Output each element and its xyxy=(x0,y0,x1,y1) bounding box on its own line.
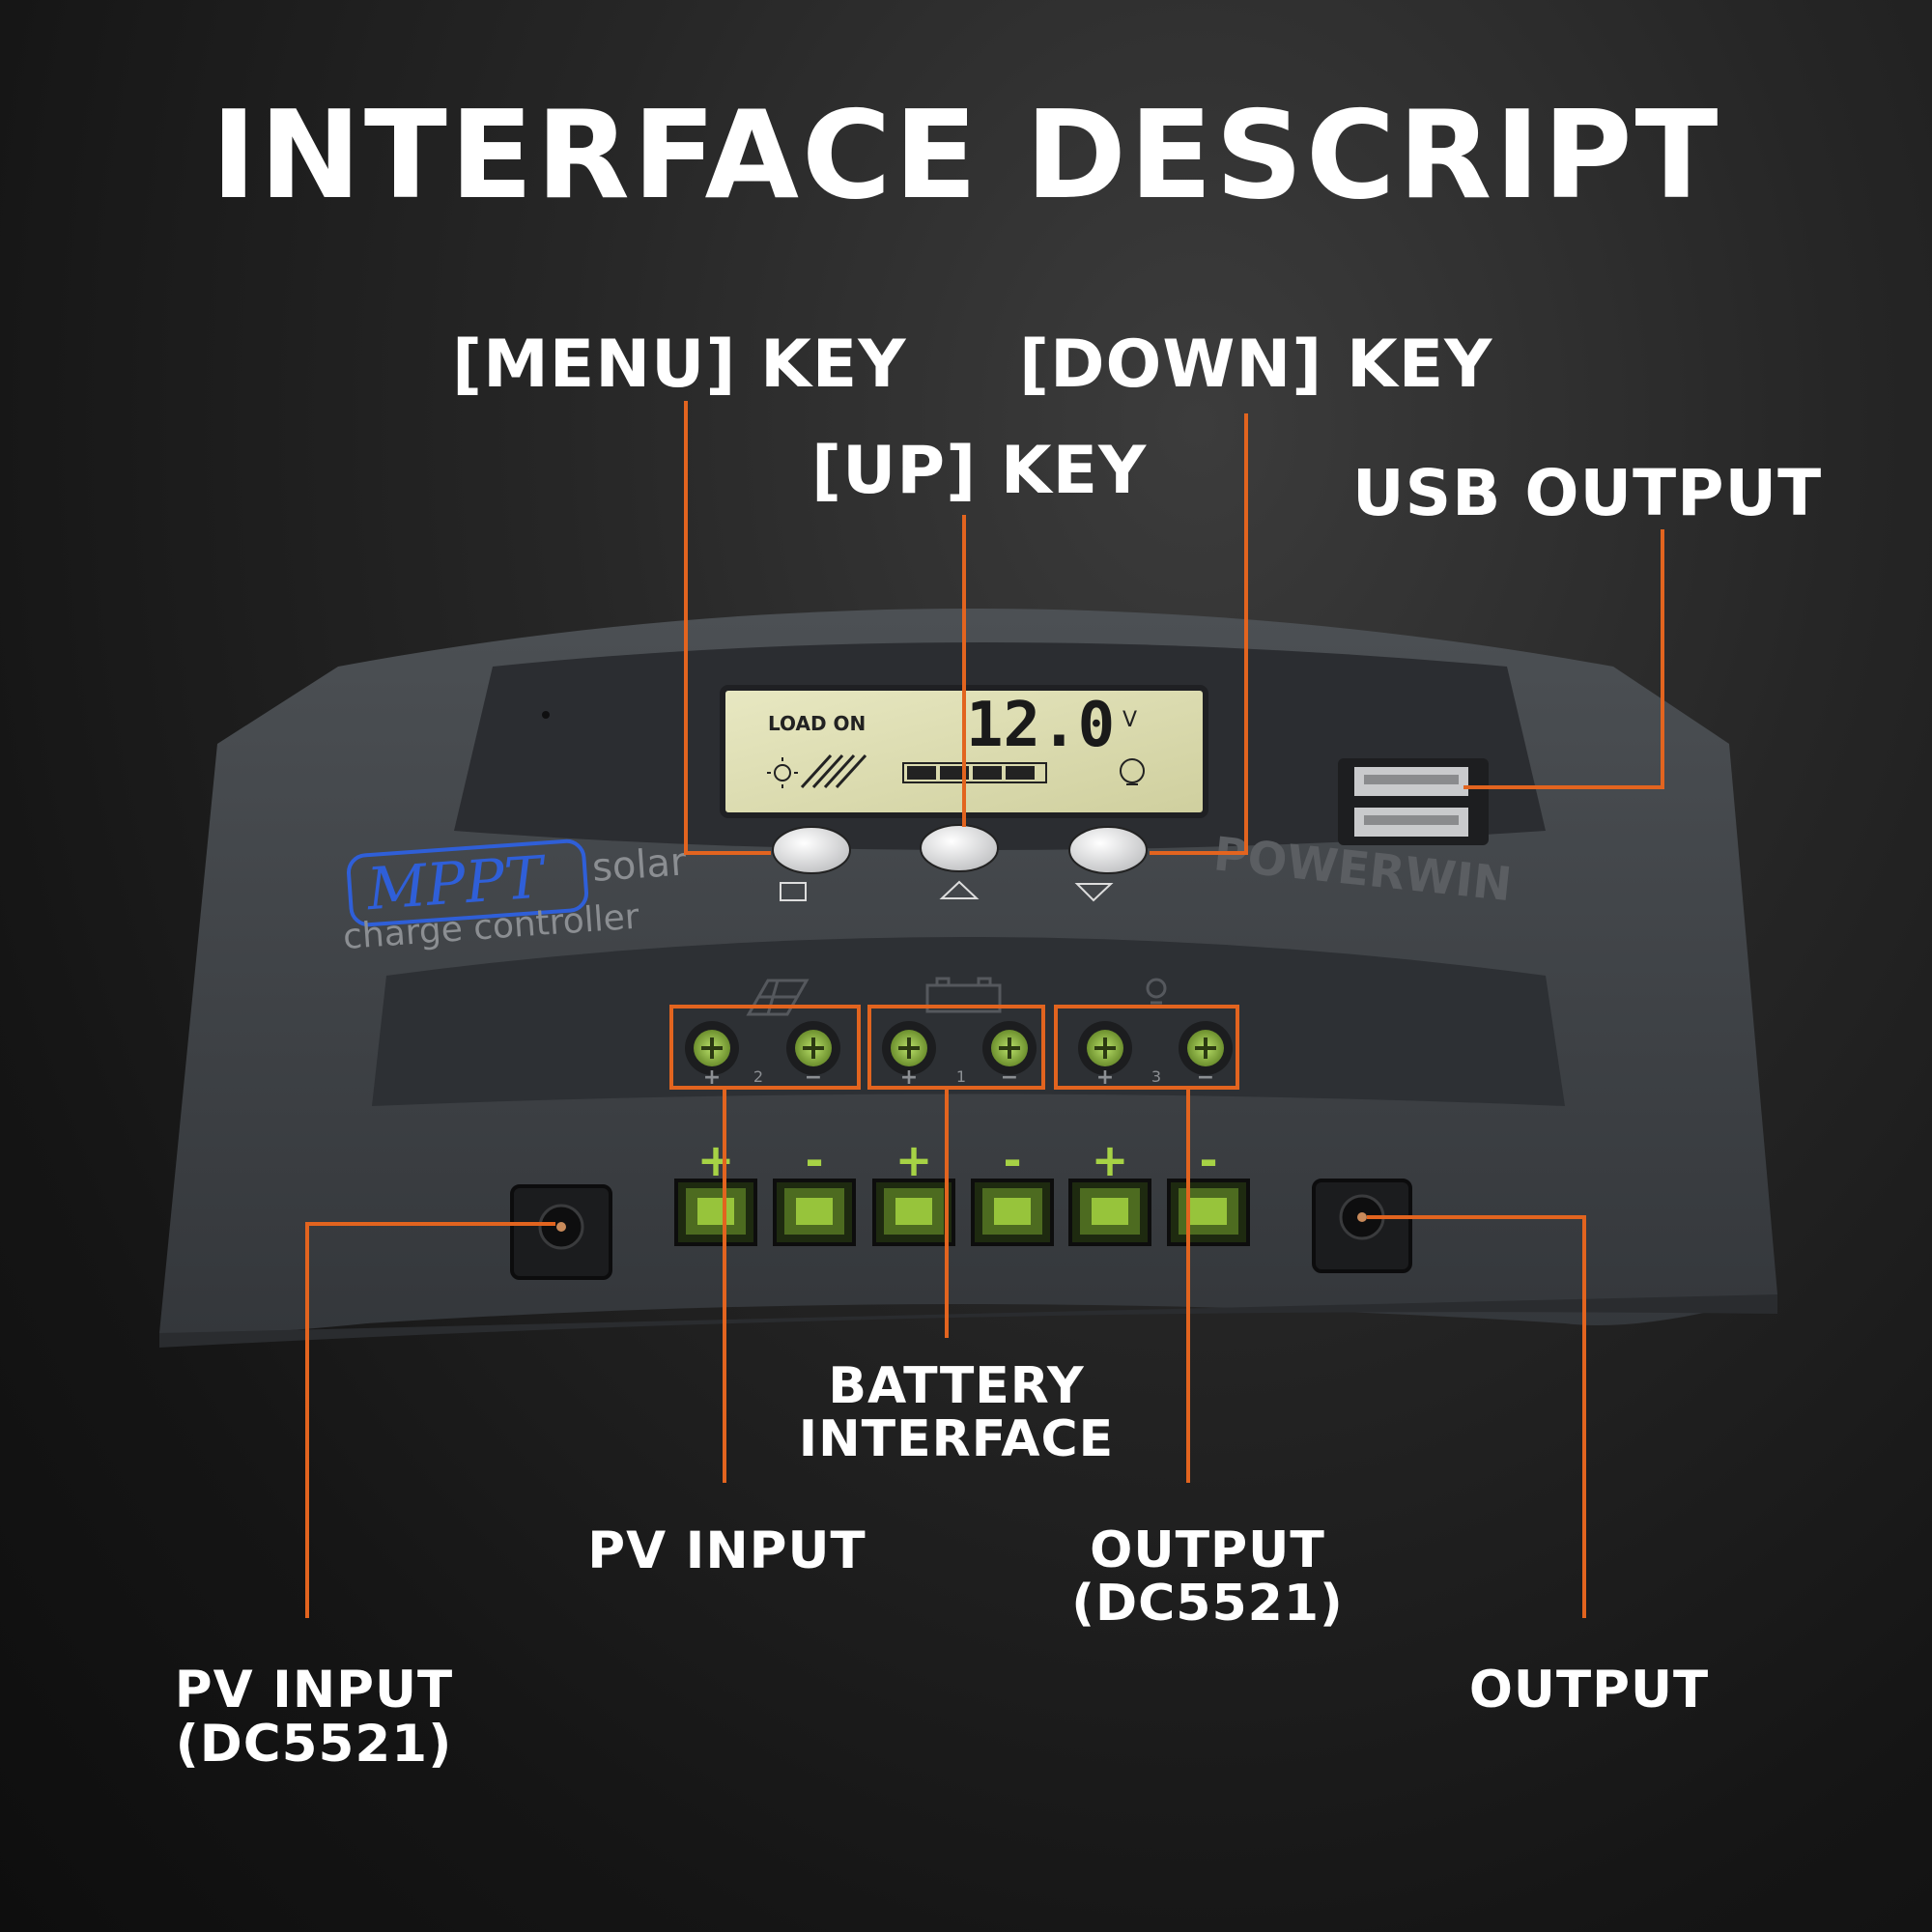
battery-interface-label: BATTERY INTERFACE xyxy=(763,1360,1150,1465)
green-connector[interactable]: + xyxy=(674,1134,757,1246)
usb-output-label: USB OUTPUT xyxy=(1352,456,1823,530)
tagline-solar: solar xyxy=(590,839,688,891)
usb-output-leader-line xyxy=(1463,529,1664,789)
green-connector[interactable]: - xyxy=(773,1134,856,1246)
menu-key-button[interactable] xyxy=(772,826,851,874)
bulb-icon xyxy=(1120,758,1145,785)
usb-port-icon xyxy=(1338,758,1489,845)
pv-input-dc5521-label: PV INPUT (DC5521) xyxy=(155,1663,473,1771)
terminal-plus-mark: + xyxy=(900,1065,918,1090)
terminal-bay xyxy=(372,937,1565,1106)
terminal-plus-mark: + xyxy=(703,1065,721,1090)
green-connector[interactable]: - xyxy=(971,1134,1054,1246)
mppt-badge-text: MPPT xyxy=(364,843,550,923)
terminal-minus-mark: − xyxy=(1001,1065,1018,1090)
dc-jack-icon xyxy=(510,1184,612,1280)
load-terminal-highlight xyxy=(1054,1005,1239,1090)
lcd-status-text: LOAD ON xyxy=(768,712,866,735)
pv-input-dc5521-leader-line xyxy=(305,1222,555,1618)
down-key-icon xyxy=(1074,883,1114,902)
battery-icon xyxy=(902,762,1047,783)
screw-terminal[interactable] xyxy=(882,1021,936,1075)
solar-panel-icon xyxy=(800,753,867,789)
sun-icon xyxy=(767,757,798,788)
connector-polarity-mark: - xyxy=(1199,1134,1217,1186)
output-dc5521-label: OUTPUT (DC5521) xyxy=(1048,1524,1367,1630)
bulb-icon xyxy=(1146,978,1167,1005)
output-label: OUTPUT xyxy=(1468,1661,1710,1719)
screw-terminal[interactable] xyxy=(1078,1021,1132,1075)
up-key-icon xyxy=(939,880,980,899)
connector-polarity-mark: + xyxy=(895,1134,933,1186)
menu-key-label: [MENU] KEY xyxy=(452,327,907,403)
lcd-voltage-reading: 12.0 xyxy=(966,690,1115,761)
connector-polarity-mark: - xyxy=(1003,1134,1021,1186)
menu-key-leader-line xyxy=(684,401,771,855)
screw-terminal[interactable] xyxy=(786,1021,840,1075)
lcd-voltage-unit: V xyxy=(1122,708,1137,732)
pv-input-dc5521-line2: (DC5521) xyxy=(175,1714,453,1774)
battery-interface-line1: BATTERY xyxy=(828,1357,1085,1415)
up-key-button[interactable] xyxy=(920,824,999,872)
output-leader-line xyxy=(1367,1215,1586,1618)
connector-polarity-mark: + xyxy=(697,1134,735,1186)
pv-input-label: PV INPUT xyxy=(587,1521,867,1580)
controller-base-shadow xyxy=(159,1294,1777,1348)
connector-polarity-mark: + xyxy=(1092,1134,1129,1186)
down-key-label: [DOWN] KEY xyxy=(1019,327,1493,403)
terminal-number: 1 xyxy=(956,1067,966,1086)
green-connector[interactable]: + xyxy=(1068,1134,1151,1246)
terminal-minus-mark: − xyxy=(1197,1065,1214,1090)
solar-panel-icon xyxy=(746,979,810,1016)
down-key-leader-line xyxy=(1150,413,1248,855)
screw-terminal[interactable] xyxy=(685,1021,739,1075)
terminal-number: 3 xyxy=(1151,1067,1161,1086)
screw-terminal[interactable] xyxy=(1179,1021,1233,1075)
down-key-button[interactable] xyxy=(1068,826,1148,874)
output-dc5521-line1: OUTPUT xyxy=(1090,1521,1325,1579)
output-dc5521-line2: (DC5521) xyxy=(1071,1574,1344,1633)
battery-interface-line2: INTERFACE xyxy=(798,1409,1115,1468)
green-connector[interactable]: + xyxy=(872,1134,955,1246)
mppt-badge xyxy=(346,838,589,927)
pv-input-terminal-highlight xyxy=(669,1005,861,1090)
connector-polarity-mark: - xyxy=(805,1134,823,1186)
menu-key-icon xyxy=(780,882,807,901)
dc-jack-icon xyxy=(1312,1179,1412,1273)
terminal-number: 2 xyxy=(753,1067,763,1086)
mic-hole xyxy=(542,711,550,719)
page-title: INTERFACE DESCRIPT xyxy=(211,84,1721,226)
pv-input-dc5521-line1: PV INPUT xyxy=(174,1661,454,1719)
terminal-plus-mark: + xyxy=(1096,1065,1114,1090)
battery-icon xyxy=(925,977,1002,1013)
battery-terminal-highlight xyxy=(867,1005,1045,1090)
up-key-label: [UP] KEY xyxy=(811,433,1148,509)
terminal-minus-mark: − xyxy=(805,1065,822,1090)
screw-terminal[interactable] xyxy=(982,1021,1037,1075)
